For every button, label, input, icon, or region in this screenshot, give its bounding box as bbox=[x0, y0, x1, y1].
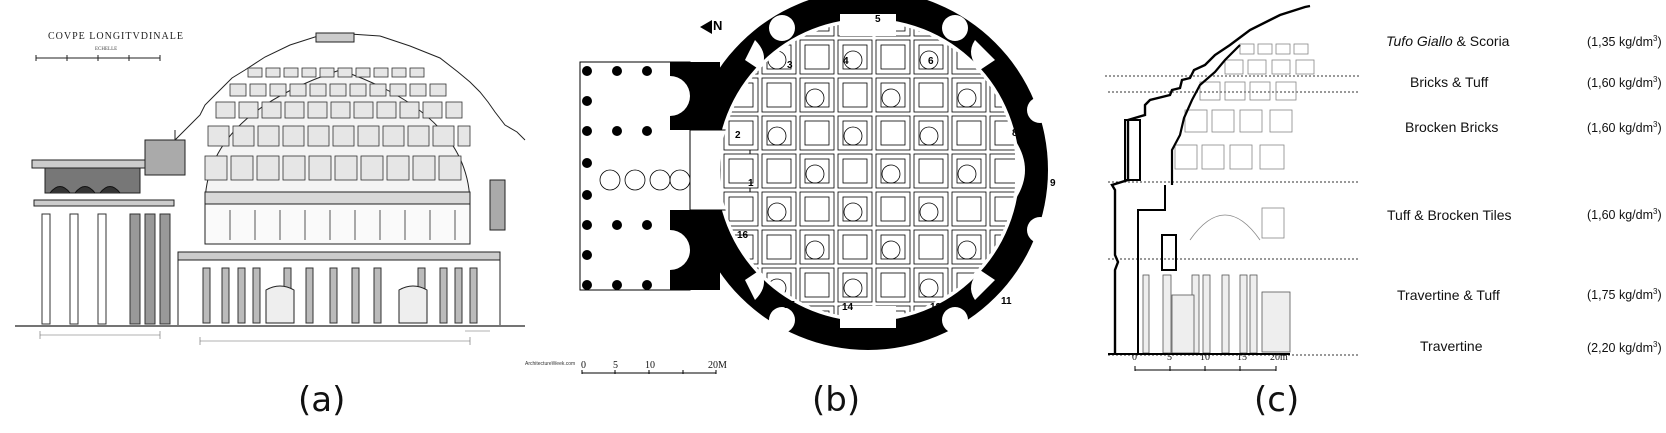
room-8: 8 bbox=[1012, 128, 1018, 139]
scale-tick-20: 20M bbox=[708, 360, 727, 371]
c-scale-tick-0: 0 bbox=[1132, 352, 1137, 363]
layer-label-bricks-tuff: Bricks & Tuff bbox=[1410, 74, 1489, 90]
caption-b: (b) bbox=[812, 380, 861, 420]
coffer-row-1 bbox=[247, 67, 425, 78]
density-travertine: (2,20 kg/dm3) bbox=[1587, 340, 1662, 356]
caption-a: (a) bbox=[298, 380, 346, 420]
c-scale-tick-10: 10 bbox=[1200, 352, 1210, 363]
room-2: 2 bbox=[735, 130, 741, 141]
scale-tick-5: 5 bbox=[613, 360, 618, 371]
layer-section-drawing bbox=[1105, 4, 1360, 371]
c-scale-tick-5: 5 bbox=[1167, 352, 1172, 363]
scale-label: ECHELLE bbox=[95, 47, 118, 52]
room-4: 4 bbox=[843, 56, 849, 67]
room-11: 11 bbox=[1001, 296, 1012, 307]
north-arrow-icon bbox=[700, 19, 712, 34]
c-scale-tick-15: 15 bbox=[1237, 352, 1247, 363]
room-10: 10 bbox=[1009, 230, 1021, 241]
density-travertine-tuff: (1,75 kg/dm3) bbox=[1587, 287, 1662, 303]
north-label: N bbox=[713, 18, 723, 33]
room-14: 14 bbox=[842, 302, 854, 313]
scale-tick-0: 0 bbox=[581, 360, 586, 371]
north-arrow: N bbox=[700, 18, 722, 34]
room-15: 15 bbox=[784, 300, 796, 311]
panel-c-material-layers: 0 5 10 15 20m Tufo Giallo & Scoria (1,35… bbox=[1060, 0, 1666, 433]
layer-label-travertine: Travertine bbox=[1420, 338, 1483, 354]
room-5: 5 bbox=[875, 14, 881, 25]
drawing-title: COVPE LONGITVDINALE bbox=[48, 31, 184, 42]
panel-b-floor-plan: N 0 5 10 20M 5 3 4 6 7 2 8 1 9 16 10 15 … bbox=[560, 0, 1080, 433]
density-tuff-brocken-tiles: (1,60 kg/dm3) bbox=[1587, 207, 1662, 223]
credit-text: ArchitectureWeek.com bbox=[525, 361, 576, 367]
layer-label-tufo-giallo: Tufo Giallo & Scoria bbox=[1386, 33, 1510, 49]
section-drawing bbox=[15, 32, 526, 345]
scale-tick-10: 10 bbox=[645, 360, 655, 371]
plan-drawing bbox=[579, 0, 1053, 374]
panel-a-longitudinal-section: COVPE LONGITVDINALE ECHELLE Architecture… bbox=[0, 0, 580, 433]
room-12: 12 bbox=[930, 302, 942, 313]
room-7: 7 bbox=[995, 60, 1001, 71]
room-16: 16 bbox=[737, 230, 749, 241]
density-bricks-tuff: (1,60 kg/dm3) bbox=[1587, 75, 1662, 91]
density-tufo-giallo: (1,35 kg/dm3) bbox=[1587, 34, 1662, 50]
layer-label-tuff-brocken-tiles: Tuff & Brocken Tiles bbox=[1387, 207, 1512, 223]
layer-label-brocken-bricks: Brocken Bricks bbox=[1405, 119, 1499, 135]
room-9: 9 bbox=[1050, 178, 1056, 189]
c-scale-tick-20: 20m bbox=[1270, 352, 1288, 363]
room-1: 1 bbox=[748, 178, 754, 189]
layer-label-travertine-tuff: Travertine & Tuff bbox=[1397, 287, 1500, 303]
caption-c: (c) bbox=[1254, 380, 1300, 420]
room-3: 3 bbox=[787, 60, 793, 71]
room-13: 13 bbox=[878, 340, 890, 351]
density-brocken-bricks: (1,60 kg/dm3) bbox=[1587, 120, 1662, 136]
room-6: 6 bbox=[928, 56, 934, 67]
